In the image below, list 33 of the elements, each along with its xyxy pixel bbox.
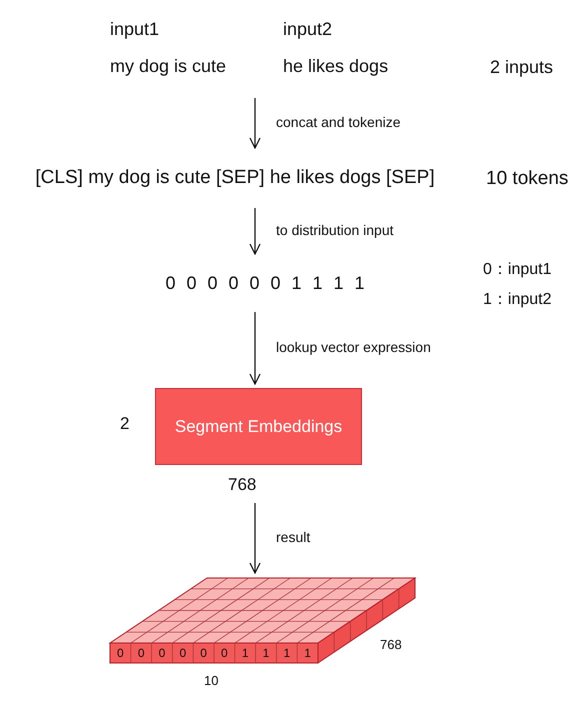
cell-value: 0 [136, 645, 146, 661]
cell-value: 1 [282, 645, 292, 661]
input-heading: input2 [283, 19, 332, 40]
cell-value: 0 [220, 645, 229, 661]
edge-label: to distribution input [276, 222, 394, 238]
embedding-matrix-box: Segment Embeddings [155, 388, 362, 465]
input-count: 2 inputs [490, 57, 554, 78]
arrow [249, 208, 261, 255]
cell-value: 1 [262, 645, 270, 661]
cell-value: 0 [199, 645, 208, 661]
cell-value: 0 [116, 645, 125, 661]
token-count: 10 tokens [486, 168, 568, 190]
arrow [249, 98, 261, 149]
input-sentence: he likes dogs [283, 56, 388, 77]
edge-label: lookup vector expression [276, 339, 431, 355]
edge-label: result [276, 529, 310, 545]
dimension-label: 10 [204, 673, 218, 688]
cell-value: 0 [158, 645, 166, 661]
token-sequence: [CLS] my dog is cute [SEP] he likes dogs [SEP] [35, 167, 435, 189]
dimension-label: 768 [380, 637, 402, 652]
dimension-label: 768 [228, 475, 256, 495]
segment-ids: 0 0 0 0 0 0 1 1 1 1 [165, 272, 365, 294]
cell-value: 0 [178, 645, 188, 661]
cell-value: 1 [240, 645, 250, 661]
input-sentence: my dog is cute [110, 56, 226, 77]
cell-value: 1 [303, 645, 312, 661]
arrow [249, 503, 261, 574]
edge-label: concat and tokenize [276, 114, 401, 130]
segment-legend-note: 1：input2 [483, 290, 552, 310]
row-count: 2 [120, 414, 130, 434]
input-heading: input1 [110, 19, 160, 40]
arrow [249, 312, 261, 385]
segment-legend-note: 0：input1 [483, 260, 552, 280]
